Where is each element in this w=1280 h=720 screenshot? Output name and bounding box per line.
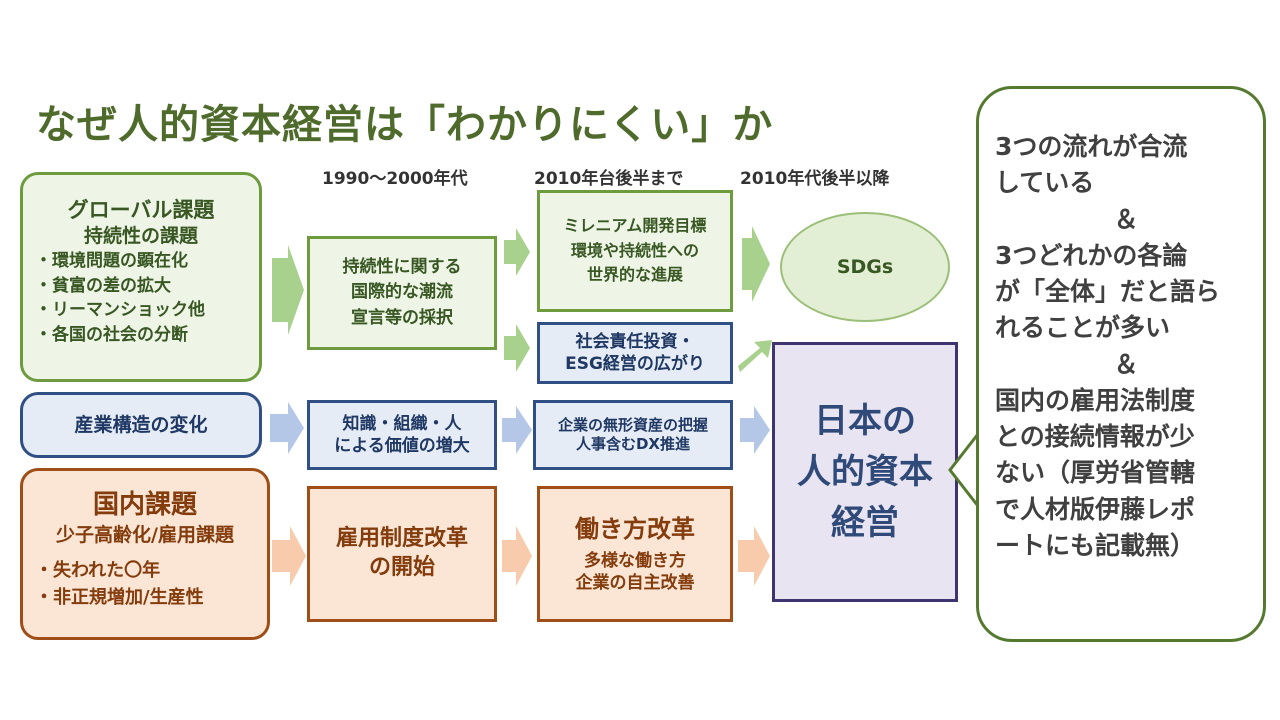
ampersand: ＆	[1113, 349, 1139, 379]
work-style-reform-box: 働き方改革 多様な働き方 企業の自主改善	[537, 486, 733, 622]
note-line: 3つどれかの各論	[995, 240, 1188, 270]
arrow-workstyle-to-hcm	[738, 526, 770, 586]
global-issues-title: グローバル課題	[67, 198, 215, 222]
note-line: ない（厚労省管轄	[995, 458, 1196, 488]
knowledge-value-box: 知識・組織・人 による価値の増大	[307, 400, 497, 470]
note-line: れることが多い	[995, 313, 1171, 343]
box-line: による価値の増大	[334, 436, 470, 456]
box-line: 人的資本	[797, 451, 933, 492]
note-line: している	[995, 168, 1095, 198]
box-line: 持続性に関する	[342, 256, 462, 277]
page-title: なぜ人的資本経営は「わかりにくい」か	[36, 102, 774, 148]
mdg-box: ミレニアム開発目標 環境や持続性への 世界的な進展	[537, 190, 733, 312]
arrow-knowledge-to-intangible	[502, 406, 532, 454]
box-line: 宣言等の採択	[351, 307, 453, 328]
box-line: 日本の	[814, 400, 916, 441]
box-line: 世界的な進展	[586, 265, 683, 285]
box-line: 雇用制度改革	[335, 526, 468, 552]
global-issues-subtitle: 持続性の課題	[83, 225, 198, 248]
list-item: 失われた〇年	[35, 557, 204, 584]
employment-reform-box: 雇用制度改革 の開始	[307, 486, 497, 622]
arrow-esg-to-hcm	[738, 340, 772, 372]
box-line: ミレニアム開発目標	[563, 215, 707, 235]
list-item: リーマンショック他	[35, 298, 205, 323]
arrow-intangible-to-hcm	[740, 406, 770, 454]
box-line: ESG経営の広がり	[565, 354, 705, 374]
note-line: との接続情報が少	[995, 422, 1195, 451]
global-issues-list: 環境問題の顕在化 貧富の差の拡大 リーマンショック他 各国の社会の分断	[35, 249, 205, 348]
sdgs-ellipse: SDGs	[780, 212, 950, 322]
note-line: ートにも記載無）	[995, 530, 1196, 560]
box-line: 知識・組織・人	[342, 413, 462, 434]
box-line: 企業の無形資産の把握	[557, 415, 708, 434]
domestic-issues-subtitle: 少子高齢化/雇用課題	[56, 523, 234, 546]
summary-callout: 3つの流れが合流 している ＆ 3つどれかの各論 が「全体」だと語ら れることが…	[976, 86, 1266, 642]
box-line: 企業の自主改善	[575, 572, 695, 593]
box-line: 経営	[831, 502, 899, 543]
arrow-industry-to-knowledge	[270, 402, 304, 454]
arrow-mdg-to-sdgs	[742, 226, 770, 302]
work-style-reform-title: 働き方改革	[575, 515, 695, 544]
arrow-domestic-to-employment	[272, 526, 306, 586]
human-capital-management-box: 日本の 人的資本 経営	[772, 342, 958, 602]
arrow-sustainability-to-mdg	[504, 228, 530, 276]
era-label-2: 2010年台後半まで	[534, 169, 684, 189]
domestic-issues-list: 失われた〇年 非正規増加/生産性	[35, 557, 204, 611]
era-label-3: 2010年代後半以降	[740, 169, 890, 189]
list-item: 各国の社会の分断	[35, 323, 205, 348]
box-line: 国際的な潮流	[351, 282, 453, 303]
industry-structure-box: 産業構造の変化	[20, 392, 262, 458]
note-line: 3つの流れが合流	[995, 132, 1188, 161]
sustainability-trend-box: 持続性に関する 国際的な潮流 宣言等の採択	[307, 236, 497, 350]
arrow-sustainability-to-esg	[504, 324, 530, 372]
list-item: 環境問題の顕在化	[35, 249, 205, 274]
box-line: 社会責任投資・	[575, 331, 695, 352]
box-line: 多様な働き方	[584, 550, 686, 571]
box-line: の開始	[368, 555, 435, 580]
box-line: 環境や持続性への	[570, 240, 699, 260]
note-line: で人材版伊藤レポ	[995, 494, 1196, 524]
note-line: 国内の雇用法制度	[995, 385, 1196, 415]
arrow-global-to-sustainability	[272, 245, 304, 335]
list-item: 非正規増加/生産性	[35, 584, 204, 611]
list-item: 貧富の差の拡大	[35, 274, 205, 299]
note-line: が「全体」だと語ら	[995, 277, 1221, 306]
global-issues-box: グローバル課題 持続性の課題 環境問題の顕在化 貧富の差の拡大 リーマンショック…	[20, 172, 262, 382]
domestic-issues-box: 国内課題 少子高齢化/雇用課題 失われた〇年 非正規増加/生産性	[20, 468, 270, 640]
ampersand: ＆	[1113, 204, 1139, 234]
arrow-employment-to-workstyle	[502, 526, 532, 586]
intangible-assets-box: 企業の無形資産の把握 人事含むDX推進	[533, 400, 733, 470]
domestic-issues-title: 国内課題	[92, 490, 197, 520]
era-label-1: 1990～2000年代	[322, 169, 468, 189]
esg-box: 社会責任投資・ ESG経営の広がり	[537, 322, 733, 384]
box-line: 人事含むDX推進	[575, 435, 691, 453]
industry-structure-title: 産業構造の変化	[74, 413, 208, 436]
